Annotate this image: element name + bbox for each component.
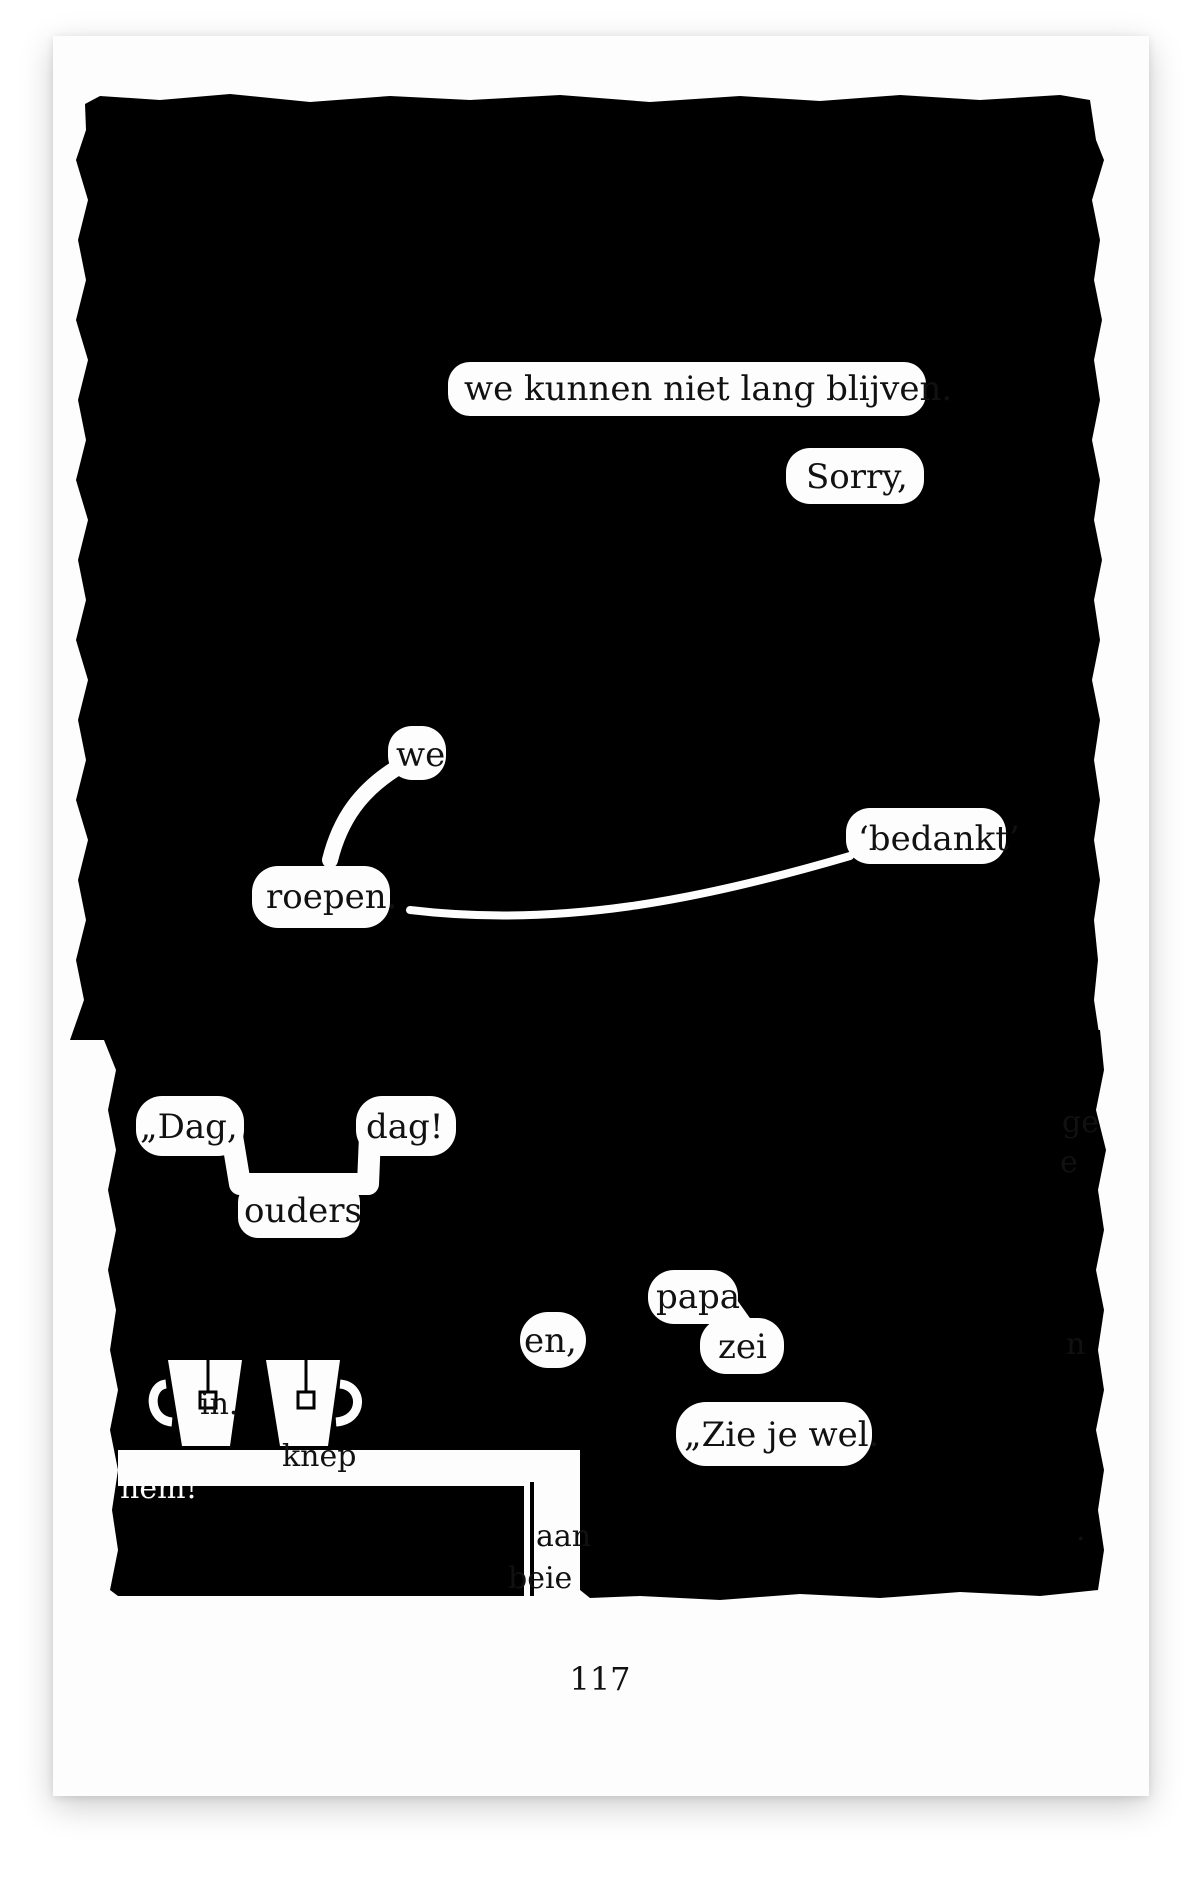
- fragment-knep: knep: [282, 1439, 356, 1474]
- ink-mass-upper: [70, 94, 1104, 1040]
- poem-word-dag-1: „Dag,: [140, 1107, 238, 1147]
- fragment-hem: hem!”: [120, 1471, 213, 1506]
- poem-word-zie: „Zie je wel.: [684, 1415, 879, 1455]
- bubble-line2: [786, 448, 924, 504]
- bubble-zei: [700, 1318, 784, 1374]
- tea-cup-left-icon: [148, 1360, 242, 1446]
- bubble-zie: [676, 1402, 872, 1466]
- fragment-e: e: [1060, 1145, 1078, 1180]
- bubble-dag2: [356, 1096, 456, 1156]
- fragment-ge: ge: [1062, 1105, 1099, 1140]
- poem-word-papa: papa: [656, 1277, 740, 1317]
- ink-bar: [118, 1486, 540, 1596]
- fragment-dot: .: [1076, 1513, 1086, 1548]
- connector-roepen-bedankt: [406, 852, 854, 920]
- poem-line-1: we kunnen niet lang blijven.: [464, 369, 952, 409]
- bubble-dag1: [136, 1096, 244, 1156]
- tea-cup-right-icon: [266, 1360, 362, 1446]
- poem-line-2: Sorry,: [806, 457, 908, 497]
- poem-word-dag-2: dag!: [366, 1107, 443, 1147]
- poem-word-zei: zei: [718, 1327, 767, 1367]
- bubble-bedankt: [846, 808, 1006, 864]
- bubble-roepen: [252, 866, 390, 928]
- fragment-n: n: [1066, 1327, 1085, 1362]
- poem-word-bedankt: ‘bedankt’: [858, 819, 1020, 859]
- poem-word-ouders: ouders: [244, 1191, 362, 1231]
- poem-word-we: we: [396, 735, 445, 775]
- connector-we-roepen: [322, 758, 408, 868]
- bubble-we: [388, 726, 446, 780]
- poem-word-en: en,: [524, 1321, 577, 1361]
- fragment-beie: beie: [508, 1561, 572, 1596]
- page-number: 117: [569, 1660, 631, 1698]
- fragment-aan: aan: [536, 1519, 591, 1554]
- ink-strip-inner: [530, 1482, 534, 1596]
- bubble-line1: [448, 362, 926, 416]
- bubble-en: [520, 1312, 586, 1368]
- poem-word-roepen: roepen.: [266, 877, 397, 917]
- bubble-ouders: [238, 1182, 360, 1238]
- bubble-papa: [648, 1270, 738, 1324]
- fragment-in: in.: [200, 1387, 238, 1422]
